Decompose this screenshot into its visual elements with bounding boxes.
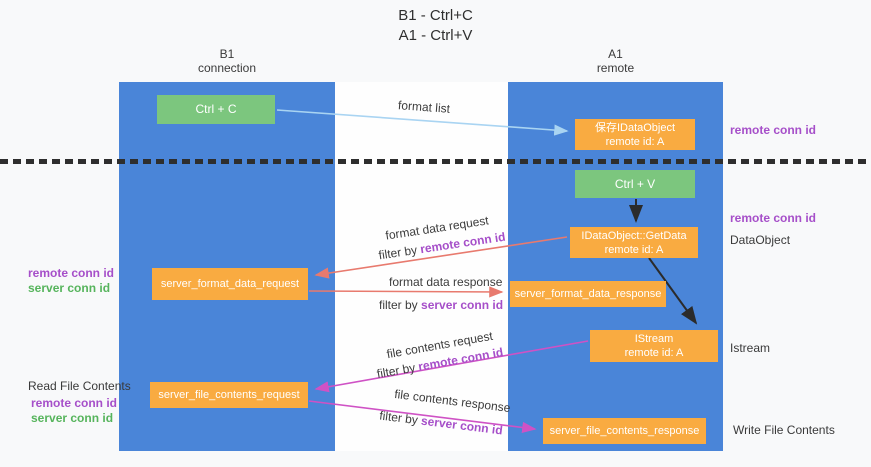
label-write-file-contents: Write File Contents xyxy=(733,423,835,437)
node-save-idataobject: 保存IDataObject remote id: A xyxy=(575,119,695,150)
node-idataobject-getdata: IDataObject::GetData remote id: A xyxy=(570,227,698,258)
label-left-server-conn-id-top: server conn id xyxy=(28,281,111,295)
label-right-remote-conn-id-top: remote conn id xyxy=(730,123,817,137)
dashed-divider-line xyxy=(0,159,871,164)
filter-by-text: filter by xyxy=(379,298,422,312)
label-format-data-response: format data response xyxy=(389,275,503,289)
node-server-file-contents-request: server_file_contents_request xyxy=(150,382,308,408)
label-read-file-contents: Read File Contents xyxy=(28,379,131,393)
label-filter-by-server-1: filter by server conn id xyxy=(379,298,503,312)
label-istream: Istream xyxy=(730,341,771,355)
node-istream: IStream remote id: A xyxy=(590,330,718,362)
lane-header-a1: A1 remote xyxy=(508,47,723,75)
node-server-format-data-response: server_format_data_response xyxy=(510,281,666,307)
node-server-file-contents-response: server_file_contents_response xyxy=(543,418,706,444)
title-line-2: A1 - Ctrl+V xyxy=(398,27,473,44)
lane-a1-subtitle: remote xyxy=(596,61,635,75)
node-save-idataobject-line2: remote id: A xyxy=(605,135,665,148)
diagram-title: B1 - Ctrl+C A1 - Ctrl+V xyxy=(0,6,871,46)
lane-a1-title: A1 xyxy=(608,47,623,61)
node-getdata-line1: IDataObject::GetData xyxy=(581,229,687,242)
label-left-server-conn-id-bottom: server conn id xyxy=(31,411,114,425)
node-server-format-data-request: server_format_data_request xyxy=(152,268,308,300)
label-dataobject: DataObject xyxy=(730,233,791,247)
label-left-remote-conn-id-top: remote conn id xyxy=(28,266,115,280)
lane-header-b1: B1 connection xyxy=(119,47,335,75)
node-save-idataobject-line1: 保存IDataObject xyxy=(594,121,676,134)
label-right-remote-conn-id-mid: remote conn id xyxy=(730,211,817,225)
node-ctrl-v: Ctrl + V xyxy=(575,170,695,198)
node-istream-line2: remote id: A xyxy=(624,347,684,359)
label-left-remote-conn-id-bottom: remote conn id xyxy=(31,396,118,410)
lane-b1-title: B1 xyxy=(219,47,235,61)
title-line-1: B1 - Ctrl+C xyxy=(398,7,473,24)
node-getdata-line2: remote id: A xyxy=(604,243,664,256)
node-ctrl-c: Ctrl + C xyxy=(157,95,275,124)
server-conn-id-text: server conn id xyxy=(421,298,504,312)
node-istream-line1: IStream xyxy=(634,333,674,345)
lane-b1-subtitle: connection xyxy=(197,61,257,75)
